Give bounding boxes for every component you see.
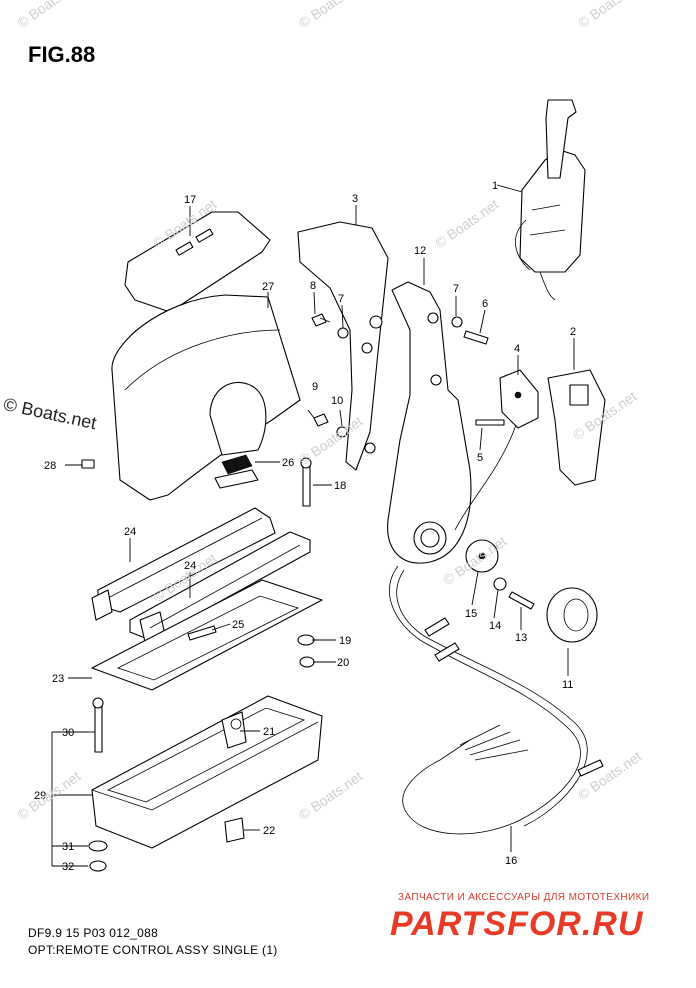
- part-28-screw: [81, 459, 95, 469]
- part-17-upper-cover: [124, 211, 271, 313]
- callout-17: 17: [184, 194, 196, 206]
- part-18-long-screw: [300, 457, 312, 507]
- part-5-screw: [475, 419, 505, 426]
- part-12-lever-arm: [387, 281, 472, 564]
- leader-lines: [51, 184, 575, 867]
- part-27-housing-cover: [111, 294, 301, 501]
- figure-code: DF9.9 15 P03 012_088: [28, 926, 159, 940]
- callout-29: 29: [34, 790, 46, 802]
- part-7-washer-left: [337, 327, 349, 339]
- part-14-washer: [493, 577, 507, 591]
- figure-title: FIG.88: [28, 42, 96, 67]
- callout-13: 13: [515, 632, 527, 644]
- callout-32: 32: [62, 861, 74, 873]
- brand-logo: PARTSFOR.RU: [390, 905, 644, 943]
- callout-8: 8: [310, 280, 316, 292]
- part-31-washer: [88, 840, 108, 852]
- part-16-wire-harness: [389, 565, 604, 835]
- callout-26: 26: [282, 457, 294, 469]
- callout-24-upper: 24: [124, 526, 136, 538]
- part-3-control-handle: [297, 221, 389, 471]
- part-19-washer: [297, 634, 315, 646]
- callout-15: 15: [465, 608, 477, 620]
- part-10-washer: [336, 426, 348, 438]
- part-8-bolt: [311, 313, 331, 327]
- part-7-washer-right: [451, 316, 463, 328]
- part-32-nut: [89, 860, 107, 872]
- callout-10: 10: [331, 395, 343, 407]
- callout-3: 3: [352, 193, 358, 205]
- callout-9: 9: [312, 381, 318, 393]
- callout-27: 27: [262, 281, 274, 293]
- callout-4: 4: [514, 343, 520, 355]
- callout-28: 28: [44, 460, 56, 472]
- part-9-bolt: [313, 413, 329, 427]
- part-20-nut: [299, 656, 315, 668]
- callout-24-lower: 24: [184, 560, 196, 572]
- callout-19: 19: [339, 635, 351, 647]
- figure-caption: OPT:REMOTE CONTROL ASSY SINGLE (1): [28, 943, 278, 957]
- callout-7-right: 7: [453, 283, 459, 295]
- callout-6: 6: [482, 298, 488, 310]
- callout-22: 22: [263, 825, 275, 837]
- callout-5: 5: [477, 452, 483, 464]
- part-30-screw: [92, 697, 104, 753]
- callout-23: 23: [52, 673, 64, 685]
- part-25-screw: [187, 625, 217, 641]
- part-2-grip: [547, 369, 606, 486]
- callout-11: 11: [562, 679, 573, 691]
- part-29-base-case: [91, 695, 323, 849]
- callout-16: 16: [505, 855, 517, 867]
- callout-25: 25: [232, 619, 244, 631]
- callout-labels: 1 2 3 4 5 6 7 7 8 9 10 11 12 13 14 15 16…: [34, 180, 576, 873]
- callout-7-left: 7: [338, 293, 344, 305]
- callout-2: 2: [570, 326, 576, 338]
- part-4-switch: [454, 369, 539, 531]
- part-15-plate: [465, 539, 499, 573]
- callout-20: 20: [337, 657, 349, 669]
- callout-1: 1: [492, 180, 498, 192]
- part-26-gasket: [214, 469, 259, 489]
- part-11-knob: [546, 587, 598, 643]
- part-13-screw: [508, 591, 535, 610]
- callout-18: 18: [334, 480, 346, 492]
- callout-14: 14: [489, 620, 501, 632]
- part-22-clip: [224, 817, 245, 843]
- part-24-bracket-upper: [91, 507, 276, 621]
- callout-12: 12: [414, 245, 426, 257]
- callout-31: 31: [62, 841, 74, 853]
- part-21-clip: [221, 711, 247, 749]
- brand-tagline: ЗАПЧАСТИ И АКСЕССУАРЫ ДЛЯ МОТОТЕХНИКИ: [398, 892, 650, 903]
- callout-30: 30: [62, 727, 74, 739]
- part-1-remote-control-assembly: [515, 99, 586, 301]
- callout-21: 21: [263, 726, 275, 738]
- part-6-screw: [463, 330, 489, 345]
